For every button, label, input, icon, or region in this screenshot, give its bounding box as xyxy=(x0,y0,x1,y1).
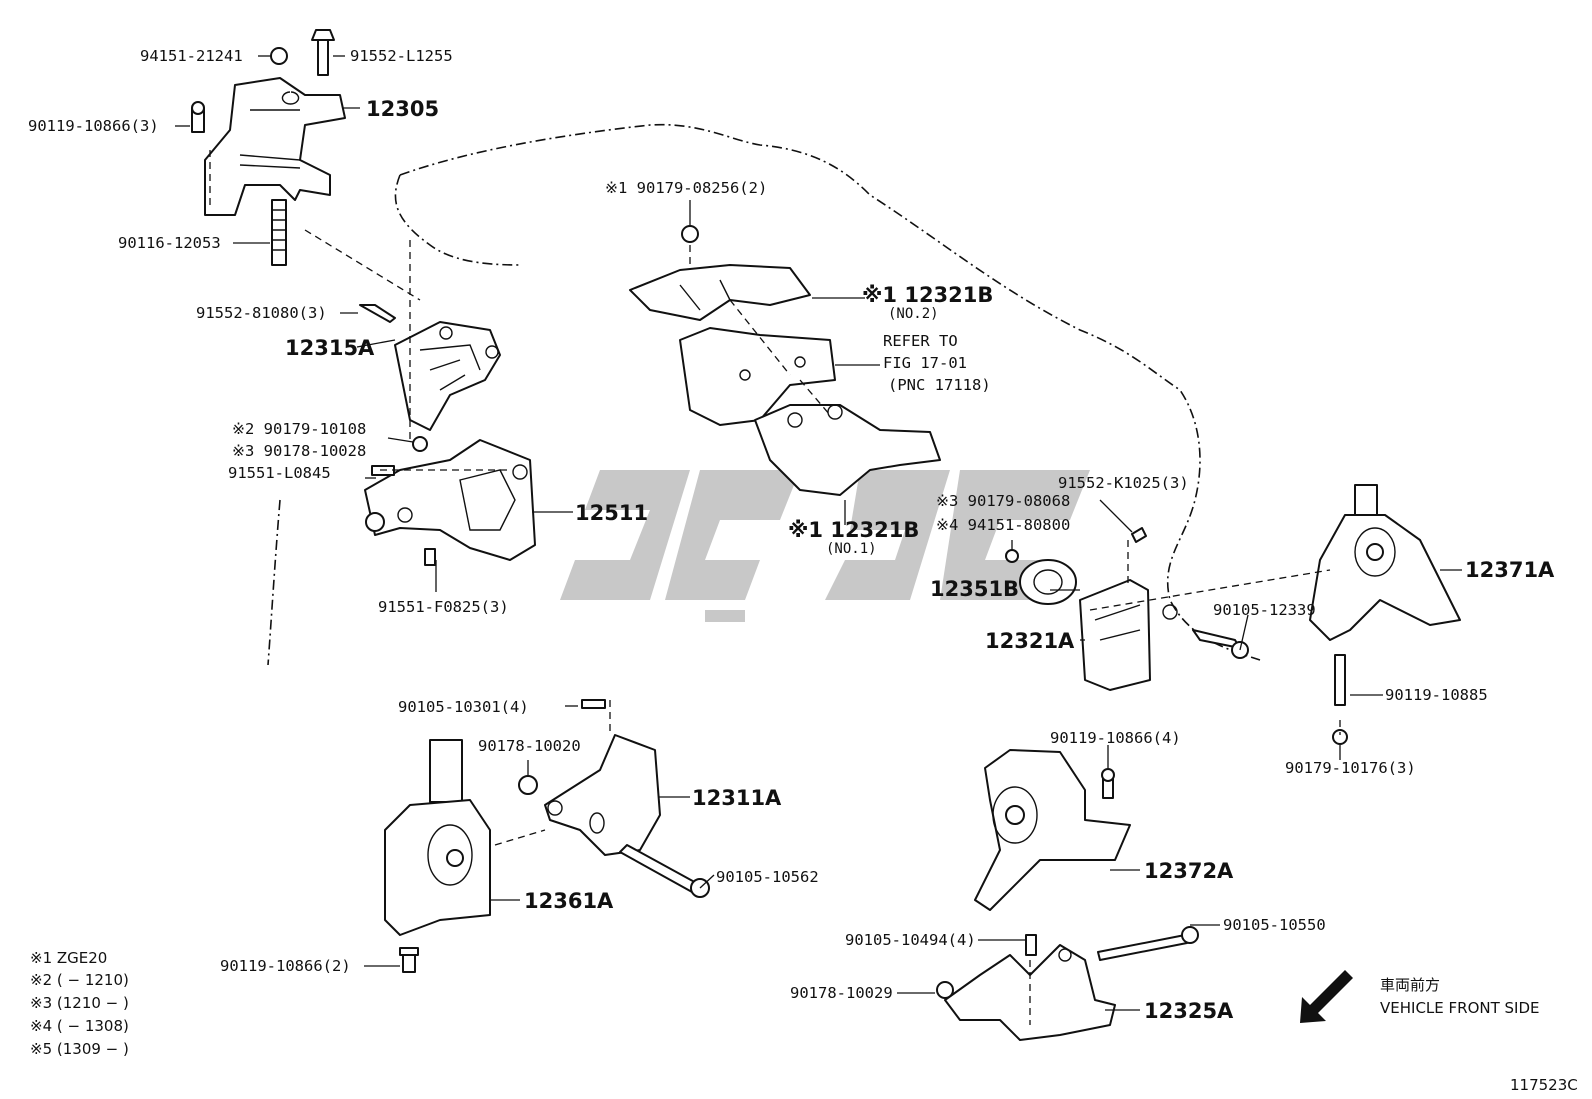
mount-12371A xyxy=(1192,484,1461,745)
part-labels: 94151-21241 91552-L1255 12305 90119-1086… xyxy=(28,47,1555,1023)
bracket-12511 xyxy=(364,439,536,566)
label-12351B: 12351B xyxy=(930,577,1019,601)
footnotes: ※1 ZGE20 ※2 ( − 1210) ※3 (1210 − ) ※4 ( … xyxy=(30,949,129,1058)
label-12371A: 12371A xyxy=(1465,558,1555,582)
refer-line-1: REFER TO xyxy=(883,332,958,350)
direction-en: VEHICLE FRONT SIDE xyxy=(1380,999,1540,1017)
bracket-12315A xyxy=(359,304,501,452)
footnote-1: ※1 ZGE20 xyxy=(30,949,107,967)
footnote-3: ※3 (1210 − ) xyxy=(30,994,129,1012)
footnote-4: ※4 ( − 1308) xyxy=(30,1017,129,1035)
label-12315A: 12315A xyxy=(285,336,375,360)
label-12361A: 12361A xyxy=(524,889,614,913)
watermark-logo xyxy=(560,470,1090,622)
label-94151-80800: ※4 94151-80800 xyxy=(936,516,1070,534)
bracket-12325A xyxy=(936,926,1199,1041)
label-12511: 12511 xyxy=(575,501,648,525)
figure-id: 117523C xyxy=(1510,1076,1578,1094)
label-90119-10866-4: 90119-10866(4) xyxy=(1050,729,1181,747)
engine-outline xyxy=(267,123,1261,666)
refer-line-2: FIG 17-01 xyxy=(883,354,967,372)
label-91551-F0825-3: 91551-F0825(3) xyxy=(378,598,509,616)
label-94151-21241: 94151-21241 xyxy=(140,47,243,65)
mount-12372A xyxy=(974,749,1131,911)
label-90179-10176-3: 90179-10176(3) xyxy=(1285,759,1416,777)
label-91552-K1025-3: 91552-K1025(3) xyxy=(1058,474,1189,492)
assembly-lines xyxy=(209,150,1341,1025)
footnote-5: ※5 (1309 − ) xyxy=(30,1040,129,1058)
label-12372A: 12372A xyxy=(1144,859,1234,883)
label-12321B-no1: ※1 12321B xyxy=(788,518,919,542)
label-90105-12339: 90105-12339 xyxy=(1213,601,1316,619)
front-direction-arrow xyxy=(1300,970,1353,1023)
label-91551-L0845: 91551-L0845 xyxy=(228,464,331,482)
label-12311A: 12311A xyxy=(692,786,782,810)
label-90178-10029: 90178-10029 xyxy=(790,984,893,1002)
label-90105-10494-4: 90105-10494(4) xyxy=(845,931,976,949)
leader-lines xyxy=(175,55,1462,1011)
bracket-12321B-no1 xyxy=(754,404,941,496)
label-12325A: 12325A xyxy=(1144,999,1234,1023)
label-90119-10866-2: 90119-10866(2) xyxy=(220,957,351,975)
label-no2: (NO.2) xyxy=(888,306,939,322)
label-90105-10301-4: 90105-10301(4) xyxy=(398,698,529,716)
mount-12361A xyxy=(384,739,491,973)
label-90179-10108: ※2 90179-10108 xyxy=(232,420,366,438)
label-90116-12053: 90116-12053 xyxy=(118,234,221,252)
bracket-12321B-no2 xyxy=(629,225,811,321)
label-no1: (NO.1) xyxy=(826,541,877,557)
label-90105-10550: 90105-10550 xyxy=(1223,916,1326,934)
label-12321B-no2: ※1 12321B xyxy=(862,283,993,307)
label-90178-10028: ※3 90178-10028 xyxy=(232,442,366,460)
label-90178-10020: 90178-10020 xyxy=(478,737,581,755)
label-90179-08068: ※3 90179-08068 xyxy=(936,492,1070,510)
label-90119-10885: 90119-10885 xyxy=(1385,686,1488,704)
label-91552-81080-3: 91552-81080(3) xyxy=(196,304,327,322)
label-12321A: 12321A xyxy=(985,629,1075,653)
direction-jp: 車両前方 xyxy=(1380,976,1440,994)
label-12305: 12305 xyxy=(366,97,439,121)
bracket-12321A xyxy=(1079,527,1178,691)
refer-line-3: (PNC 17118) xyxy=(888,376,991,394)
label-90105-10562: 90105-10562 xyxy=(716,868,819,886)
bracket-12311A xyxy=(518,699,710,898)
engine-mount-12305 xyxy=(191,29,346,266)
footnote-2: ※2 ( − 1210) xyxy=(30,971,129,989)
label-90179-08256-2: ※1 90179-08256(2) xyxy=(605,179,767,197)
label-90119-10866-3: 90119-10866(3) xyxy=(28,117,159,135)
label-91552-L1255: 91552-L1255 xyxy=(350,47,453,65)
bracket-center xyxy=(679,327,836,426)
